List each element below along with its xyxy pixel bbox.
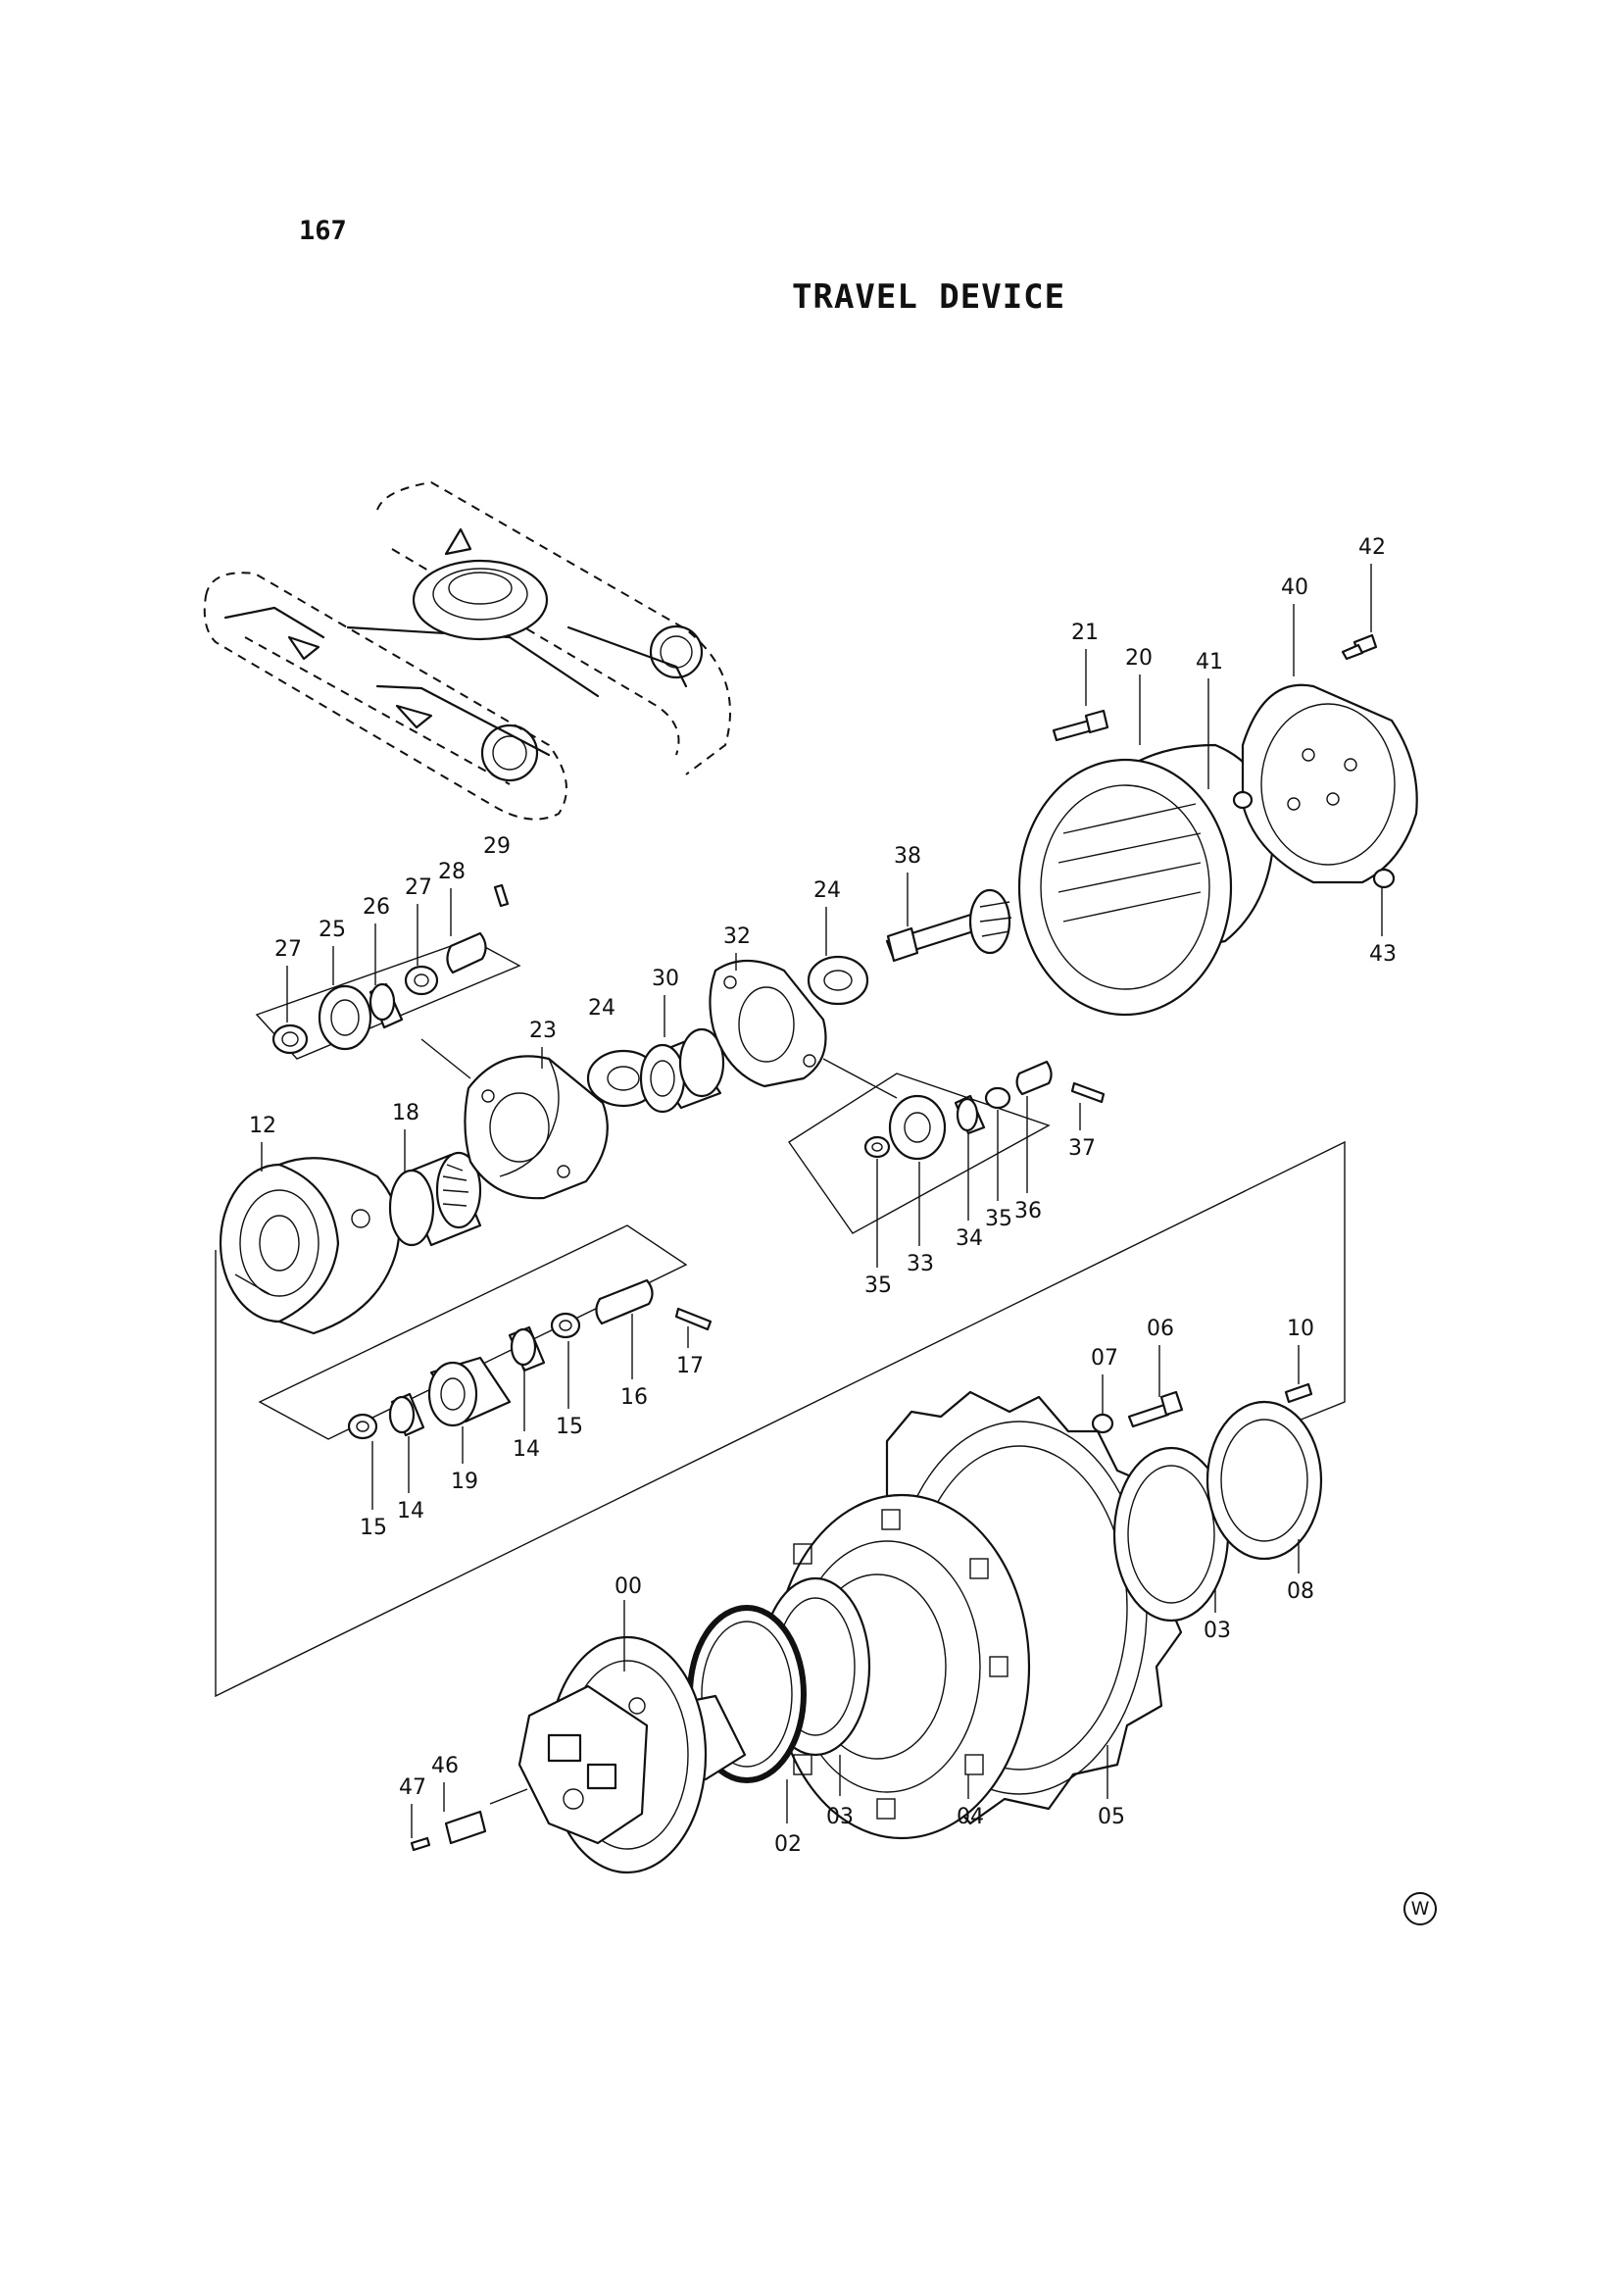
callout-14: 14 [397,1499,424,1523]
callout-30: 30 [652,967,679,991]
part-21-bolt [1052,709,1109,742]
callout-32: 32 [723,924,751,949]
lower-planet-set [347,1278,713,1440]
callout-42: 42 [1358,535,1386,560]
callout-25: 25 [319,918,346,942]
callout-15-b: 15 [556,1415,583,1439]
callout-06: 06 [1147,1317,1174,1341]
callout-33: 33 [907,1252,934,1276]
callout-17: 17 [676,1354,704,1378]
callout-21: 21 [1071,621,1099,645]
callout-08: 08 [1287,1579,1314,1604]
watermark-mark: W [1403,1892,1437,1925]
callout-03: 03 [826,1805,854,1829]
callout-37: 37 [1068,1136,1096,1161]
upper-planet-set [271,883,510,1055]
part-18-gear [388,1151,482,1247]
sprocket-fasteners [1091,1382,1313,1434]
callout-28: 28 [438,860,466,884]
part-00-travel-motor [517,1635,747,1874]
callout-36: 36 [1014,1199,1042,1223]
part-20-ring-gear [1017,743,1276,1017]
callout-18: 18 [392,1101,419,1125]
part-40-cover [1241,683,1418,884]
center-train [586,955,869,1114]
callout-41: 41 [1196,650,1223,674]
part-38-shaft [885,888,1012,963]
callout-10: 10 [1287,1317,1314,1341]
assembly-brackets [215,938,1346,1698]
callout-07: 07 [1091,1346,1118,1371]
part-23-carrier [464,1055,609,1200]
callout-23: 23 [529,1019,557,1043]
callout-35: 35 [864,1273,892,1298]
callout-00: 00 [615,1574,642,1599]
callout-02: 02 [774,1832,802,1857]
callout-14-b: 14 [513,1437,540,1462]
callout-16: 16 [620,1385,648,1410]
nameplate-parts [410,1788,528,1852]
callout-19: 19 [451,1470,478,1494]
callout-46: 46 [431,1754,459,1778]
callout-29: 29 [483,834,511,859]
cover-fasteners [1232,633,1396,889]
part-12-housing [219,1157,401,1335]
page-title: TRAVEL DEVICE [792,277,1066,317]
callout-20: 20 [1125,646,1153,671]
callout-24-b: 24 [813,878,841,903]
callout-24: 24 [588,996,615,1021]
callout-04: 04 [957,1805,984,1829]
callout-38: 38 [894,844,921,869]
right-seals [1112,1400,1323,1622]
callout-03-b: 03 [1204,1619,1231,1643]
callout-43: 43 [1369,942,1397,967]
callout-26: 26 [363,895,390,920]
callout-35-b: 35 [985,1207,1012,1231]
right-planet-set [863,1060,1106,1161]
callout-05: 05 [1098,1805,1125,1829]
page-number: 167 [299,216,347,246]
callout-15: 15 [360,1516,387,1540]
callout-47: 47 [399,1775,426,1800]
callout-40: 40 [1281,575,1308,600]
callout-27: 27 [274,937,302,962]
callout-27-b: 27 [405,875,432,900]
undercarriage-illustration [203,480,731,821]
callout-labels: 00 02 03 03 04 05 06 07 08 10 12 14 14 15 15 16 17 18 19 20… [249,535,1397,1857]
callout-12: 12 [249,1114,276,1138]
callout-34: 34 [956,1226,983,1251]
